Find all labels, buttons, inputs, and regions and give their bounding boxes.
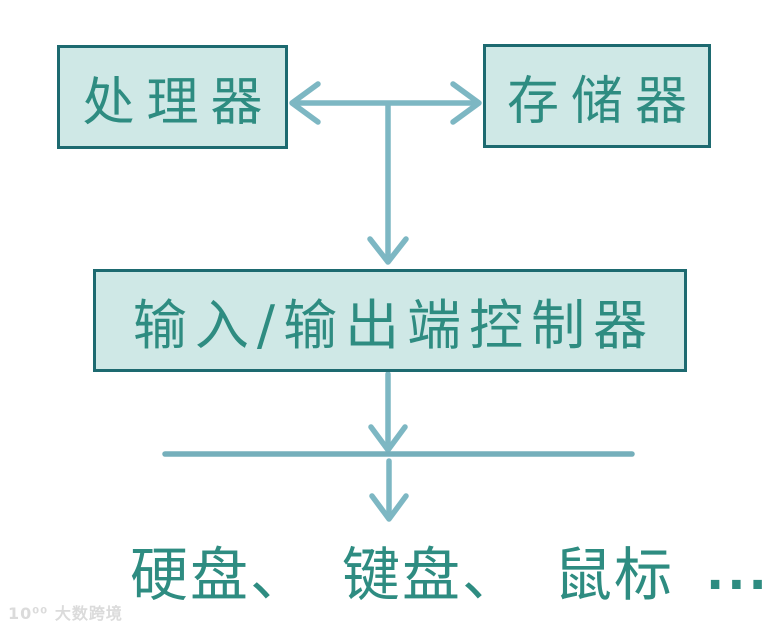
io-controller-box: 输入/输出端控制器 (93, 269, 687, 372)
watermark: 10⁰⁰ 大数跨境 (8, 604, 123, 623)
peripherals-text: 硬盘、键盘、鼠标... (130, 528, 767, 612)
peripherals-ellipsis: ... (706, 545, 770, 601)
io-controller-label: 输入/输出端控制器 (132, 294, 656, 357)
bus-down-arrow (367, 101, 409, 265)
cpu-memory-arrow (289, 81, 482, 125)
processor-label: 处理器 (82, 72, 275, 133)
io-down-arrow (368, 371, 408, 453)
peripherals-down-arrow (369, 458, 409, 522)
memory-box: 存储器 (483, 44, 711, 148)
peripheral-mouse: 鼠标 (554, 541, 675, 609)
memory-label: 存储器 (506, 71, 699, 132)
processor-box: 处理器 (57, 45, 288, 149)
peripheral-keyboard: 键盘、 (342, 541, 523, 609)
peripheral-hard-disk: 硬盘、 (130, 541, 311, 609)
